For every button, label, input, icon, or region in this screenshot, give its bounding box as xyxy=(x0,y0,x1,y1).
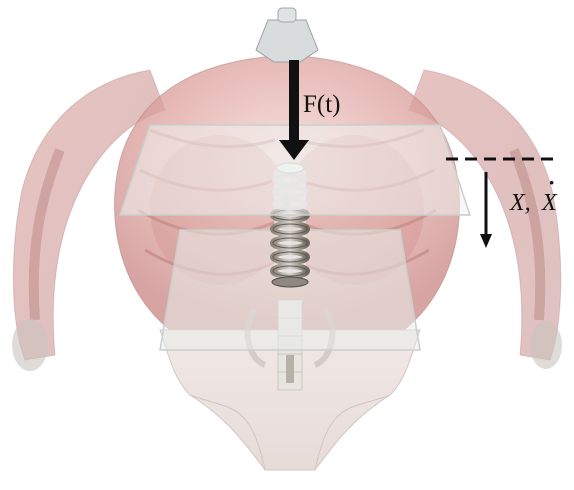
neck xyxy=(256,8,318,62)
displacement-symbol: X xyxy=(509,190,526,216)
label-separator: , xyxy=(525,190,531,216)
force-label: F(t) xyxy=(303,91,341,118)
displacement-arrow xyxy=(480,172,492,248)
velocity-dot: · xyxy=(548,170,555,195)
displacement-label: X, xyxy=(509,190,531,216)
